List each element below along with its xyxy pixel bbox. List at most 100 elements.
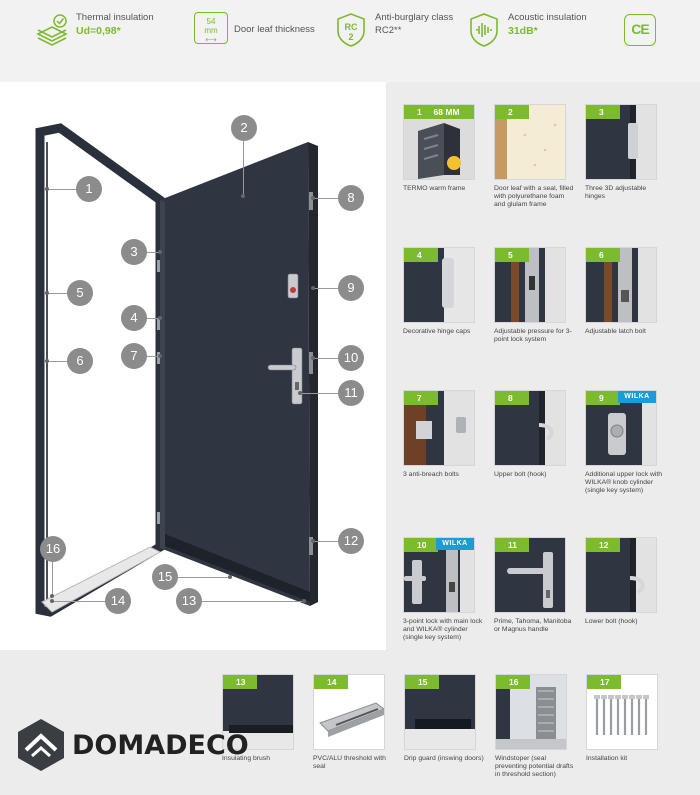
card-number: 14 [314, 675, 348, 689]
door-marker-3: 3 [121, 239, 147, 265]
door-marker-1: 1 [76, 176, 102, 202]
anti-breach-bolt-illustration [404, 391, 474, 465]
card-1: 1 68 MM TERMO warm frame [403, 104, 475, 193]
thermal-insulation-icon [36, 14, 68, 46]
feature-bar: Thermal insulation Ud=0,98* 54 mm ⟷ Door… [0, 0, 700, 82]
card-caption: Three 3D adjustable hinges [585, 185, 647, 200]
latch-bolt-illustration [604, 248, 656, 322]
card-12: 12 Lower bolt (hook) [585, 537, 657, 626]
thickness-badge: 54 mm ⟷ [194, 12, 228, 44]
card-number: 8 [495, 391, 529, 405]
feature-burglary: RC 2 Anti-burglary class RC2** [333, 12, 453, 48]
card-number: 4 [404, 248, 438, 262]
door-marker-8: 8 [338, 185, 364, 211]
door-marker-14: 14 [105, 588, 131, 614]
card-number: 10 [404, 538, 438, 552]
card-number: 17 [587, 675, 621, 689]
card-13: 13 Insulating brush [222, 674, 294, 763]
card-number: 12 [586, 538, 620, 552]
acoustic-shield-icon [470, 13, 498, 47]
door-marker-11: 11 [338, 380, 364, 406]
door-marker-13: 13 [176, 588, 202, 614]
insulating-brush-illustration [223, 725, 293, 749]
double-arrow-icon: ⟷ [205, 35, 217, 44]
card-10: 10 WILKA 3-point lock with main lock and… [403, 537, 482, 642]
domadeco-logo: DOMADECO [16, 718, 249, 772]
card-caption: Installation kit [586, 755, 628, 762]
feature-acoustic: Acoustic insulation 31dB* [466, 12, 587, 48]
thermal-value: Ud=0,98* [76, 25, 121, 37]
card-number: 9 [586, 391, 620, 405]
card-caption: 3-point lock with main lock and WILKA® c… [403, 618, 483, 641]
upper-hook-bolt-illustration [538, 391, 565, 465]
door-illustration [35, 123, 318, 617]
door-marker-7: 7 [121, 343, 147, 369]
door-marker-4: 4 [121, 305, 147, 331]
card-caption: Decorative hinge caps [403, 328, 471, 335]
rc2-shield-icon: RC 2 [337, 13, 365, 47]
door-marker-9: 9 [338, 275, 364, 301]
hinge-illustration [628, 105, 656, 179]
threshold-illustration [319, 702, 384, 737]
card-3: 3 Three 3D adjustable hinges [585, 104, 657, 201]
acoustic-label: Acoustic insulation [508, 12, 587, 23]
frame-depth-label: 68 MM [433, 107, 460, 117]
card-17: 17 Installation kit [586, 674, 658, 763]
card-caption: PVC/ALU threshold with seal [313, 755, 386, 770]
card-caption: Windstoper (seal preventing potential dr… [495, 755, 574, 778]
card-15: 15 Drip guard (inswing doors) [404, 674, 484, 763]
card-number: 11 [495, 538, 529, 552]
acoustic-value: 31dB* [508, 25, 538, 37]
card-number: 16 [496, 675, 530, 689]
card-number: 5 [495, 248, 529, 262]
card-caption: TERMO warm frame [403, 185, 466, 192]
burglary-value: RC2** [375, 25, 402, 36]
hinge-cap-illustration [442, 248, 474, 322]
logo-wordmark: DOMADECO [72, 729, 249, 761]
door-marker-16: 16 [40, 536, 66, 562]
rc-badge-bottom: 2 [348, 32, 353, 42]
card-number: 1 68 MM [404, 105, 474, 119]
foam-core-illustration [495, 105, 565, 179]
card-caption: Insulating brush [222, 755, 270, 762]
knob-cylinder-illustration [608, 391, 656, 465]
card-16: 16 Windstoper (seal preventing potential… [495, 674, 573, 779]
card-number: 3 [586, 105, 620, 119]
door-marker-10: 10 [338, 345, 364, 371]
card-caption: Lower bolt (hook) [585, 618, 638, 625]
card-11: 11 Prime, Tahoma, Manitoba or Magnus han… [494, 537, 571, 634]
feature-thermal: Thermal insulation Ud=0,98* [34, 12, 154, 48]
card-caption: Door leaf with a seal, filled with polyu… [494, 185, 574, 208]
door-illustration-panel: 1 2 3 4 5 6 7 8 9 10 11 12 13 14 15 16 [0, 82, 386, 650]
door-marker-12: 12 [338, 528, 364, 554]
termo-frame-illustration [418, 123, 461, 179]
card-caption: 3 anti-breach bolts [403, 471, 459, 478]
door-marker-15: 15 [152, 564, 178, 590]
card-number: 2 [495, 105, 529, 119]
windstoper-illustration [496, 675, 566, 749]
lower-hook-bolt-illustration [629, 538, 656, 612]
card-number: 13 [223, 675, 257, 689]
thickness-badge-value: 54 [206, 17, 216, 26]
three-point-lock-illustration [404, 538, 474, 612]
drip-guard-illustration [405, 719, 475, 749]
door-marker-6: 6 [67, 348, 93, 374]
installation-kit-illustration [594, 695, 649, 735]
rc-badge-top: RC [345, 22, 358, 32]
card-caption: Additional upper lock with WILKA® knob c… [585, 471, 663, 494]
card-caption: Adjustable latch bolt [585, 328, 646, 335]
card-14: 14 PVC/ALU threshold with seal [313, 674, 386, 771]
card-5: 5 Adjustable pressure for 3-point lock s… [494, 247, 572, 344]
card-number: 7 [404, 391, 438, 405]
door-marker-2: 2 [231, 115, 257, 141]
wilka-brand-badge: WILKA [618, 391, 656, 403]
door-marker-5: 5 [67, 280, 93, 306]
thickness-label: Door leaf thickness [234, 24, 315, 35]
card-7: 7 3 anti-breach bolts [403, 390, 475, 479]
thickness-badge-unit: mm [204, 26, 218, 35]
feature-thickness: 54 mm ⟷ Door leaf thickness [194, 12, 315, 44]
card-number: 15 [405, 675, 439, 689]
thermal-label: Thermal insulation [76, 12, 154, 23]
logo-hexagon-icon [18, 719, 64, 771]
card-caption: Upper bolt (hook) [494, 471, 547, 478]
